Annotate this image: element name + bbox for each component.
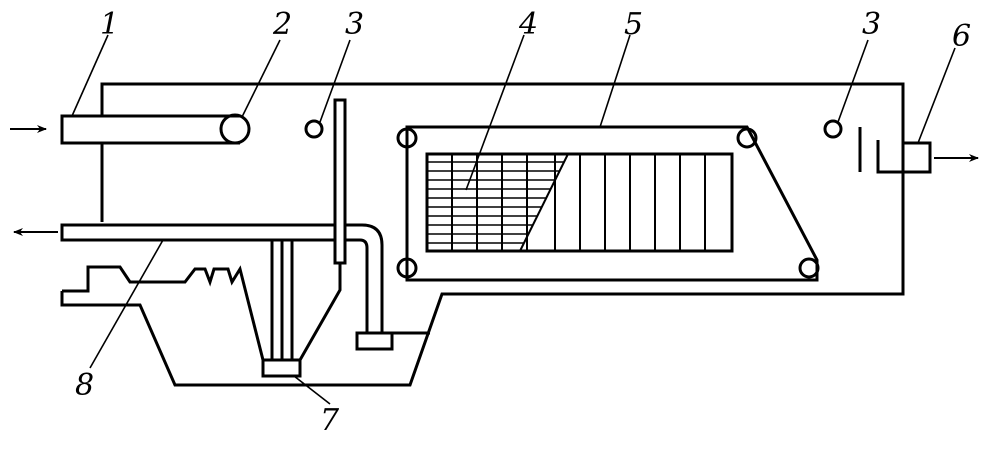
label-4: 4 xyxy=(518,7,538,42)
label-2: 2 xyxy=(272,7,292,42)
label-8: 8 xyxy=(75,368,94,403)
callout-7 xyxy=(293,375,331,405)
sensor-3-left xyxy=(304,119,324,139)
belt-roller-bl xyxy=(396,257,418,279)
outlet-tube xyxy=(60,223,335,242)
drain-block xyxy=(355,331,394,351)
label-7: 7 xyxy=(320,403,340,438)
grid-horizontal-lines xyxy=(427,161,564,244)
collector-block-7 xyxy=(261,358,302,378)
callout-4 xyxy=(465,34,525,191)
baffle-plate xyxy=(333,98,347,265)
funnel-right-wall xyxy=(298,263,342,361)
bent-pipe xyxy=(345,223,384,333)
callout-8 xyxy=(89,239,164,369)
roller-2 xyxy=(219,113,251,145)
exit-flap-6 xyxy=(858,127,932,174)
callout-3a xyxy=(319,39,351,123)
base-profile xyxy=(62,265,265,361)
callout-3b xyxy=(837,39,869,123)
label-5: 5 xyxy=(624,7,643,42)
conveyor-belt-5 xyxy=(405,125,819,282)
grid-vertical-lines xyxy=(451,154,706,251)
inlet-tube xyxy=(60,114,240,145)
grid-diagonal-boundary xyxy=(519,153,569,252)
callout-1 xyxy=(71,34,109,117)
label-3-left: 3 xyxy=(345,7,364,42)
callout-5 xyxy=(599,34,631,128)
housing-outline xyxy=(60,82,905,387)
label-6: 6 xyxy=(952,19,971,54)
belt-roller-tl xyxy=(396,127,418,149)
belt-roller-br xyxy=(798,257,820,279)
callout-6 xyxy=(917,47,956,144)
belt-roller-tr xyxy=(736,127,758,149)
label-1: 1 xyxy=(100,7,119,42)
callout-2 xyxy=(241,39,281,118)
label-3-right: 3 xyxy=(862,7,881,42)
sensor-3-right xyxy=(823,119,843,139)
